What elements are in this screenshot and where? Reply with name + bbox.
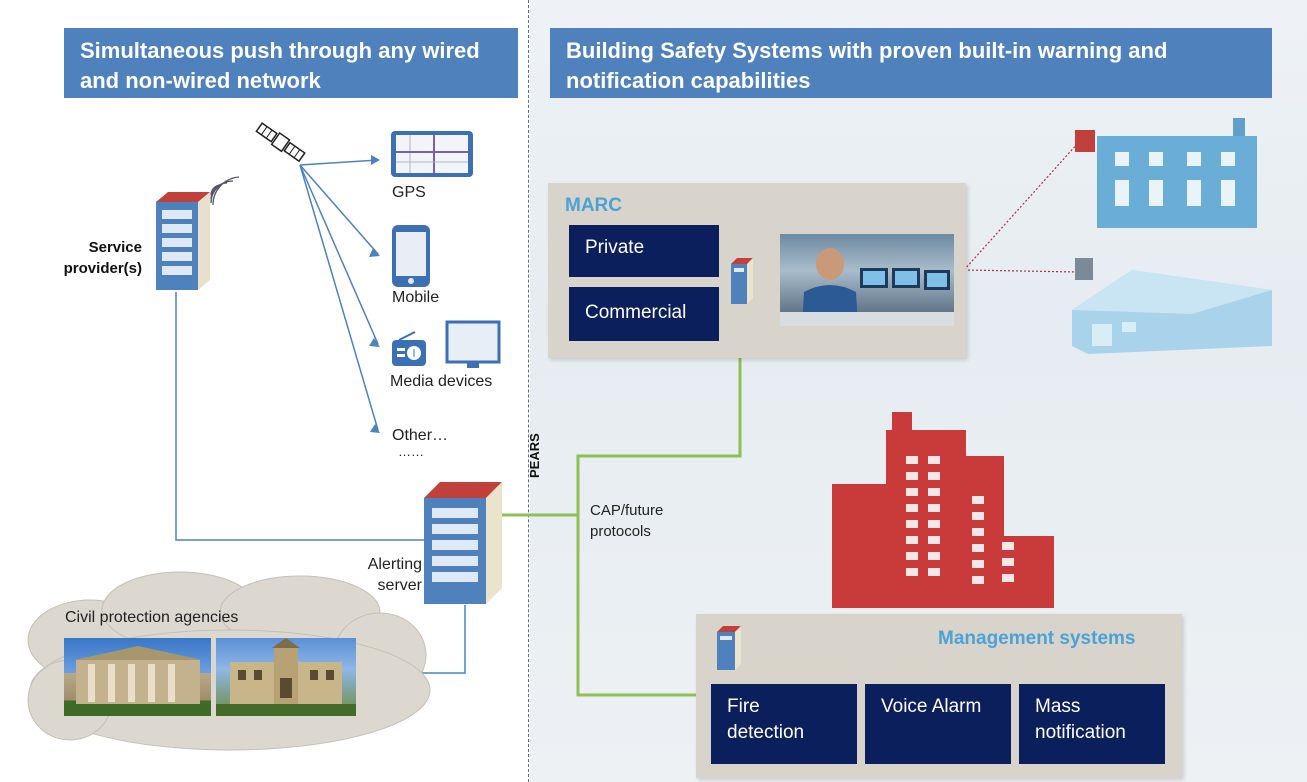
right-banner: Building Safety Systems with proven buil… [550,28,1272,98]
marc-box-commercial: Commercial [569,287,719,341]
small-red-alarm-icon [1075,130,1095,152]
ellipsis-dots: …… [398,444,424,459]
control-room-photo [780,234,954,326]
left-banner-title: Simultaneous push through any wired and … [80,38,480,93]
red-building-icon [832,412,1054,608]
marc-title: MARC [565,195,622,216]
wireless-signal-icon [205,165,245,205]
satellite-icon [252,118,308,168]
service-provider-label: Service provider(s) [63,239,142,277]
civil-building-photo-2 [216,638,356,716]
civil-building-photo-1 [64,638,211,716]
management-box-fire-detection: Fire detection [711,684,857,764]
radio-tv-icon [391,320,503,370]
gps-tablet-icon [390,130,474,178]
small-alarm-icon [1075,258,1093,280]
channel-label-gps: GPS [392,184,426,201]
management-title: Management systems [938,628,1136,649]
marc-server-icon [729,256,755,306]
management-server-icon [715,624,745,672]
channel-label-mobile: Mobile [392,289,440,306]
marc-box-private: Private [569,225,719,277]
alerting-server-icon [420,478,504,606]
right-banner-title: Building Safety Systems with proven buil… [566,38,1168,93]
mobile-phone-icon [391,224,431,288]
management-box-mass-notification: Mass notification [1019,684,1165,764]
alerting-server-label: Alerting server [367,556,422,594]
protocols-label: CAP/future protocols [590,502,664,540]
channel-label-media: Media devices [390,373,493,390]
management-box-voice-alarm: Voice Alarm [865,684,1011,764]
civil-protection-label: Civil protection agencies [65,609,239,626]
warehouse-building-icon [1072,262,1272,354]
left-banner: Simultaneous push through any wired and … [64,28,518,98]
service-provider-server-icon [152,188,212,292]
pears-label: PEARS [527,433,542,478]
channel-label-other: Other… [392,427,449,444]
section-divider [528,0,529,782]
blue-building-icon [1097,118,1257,228]
